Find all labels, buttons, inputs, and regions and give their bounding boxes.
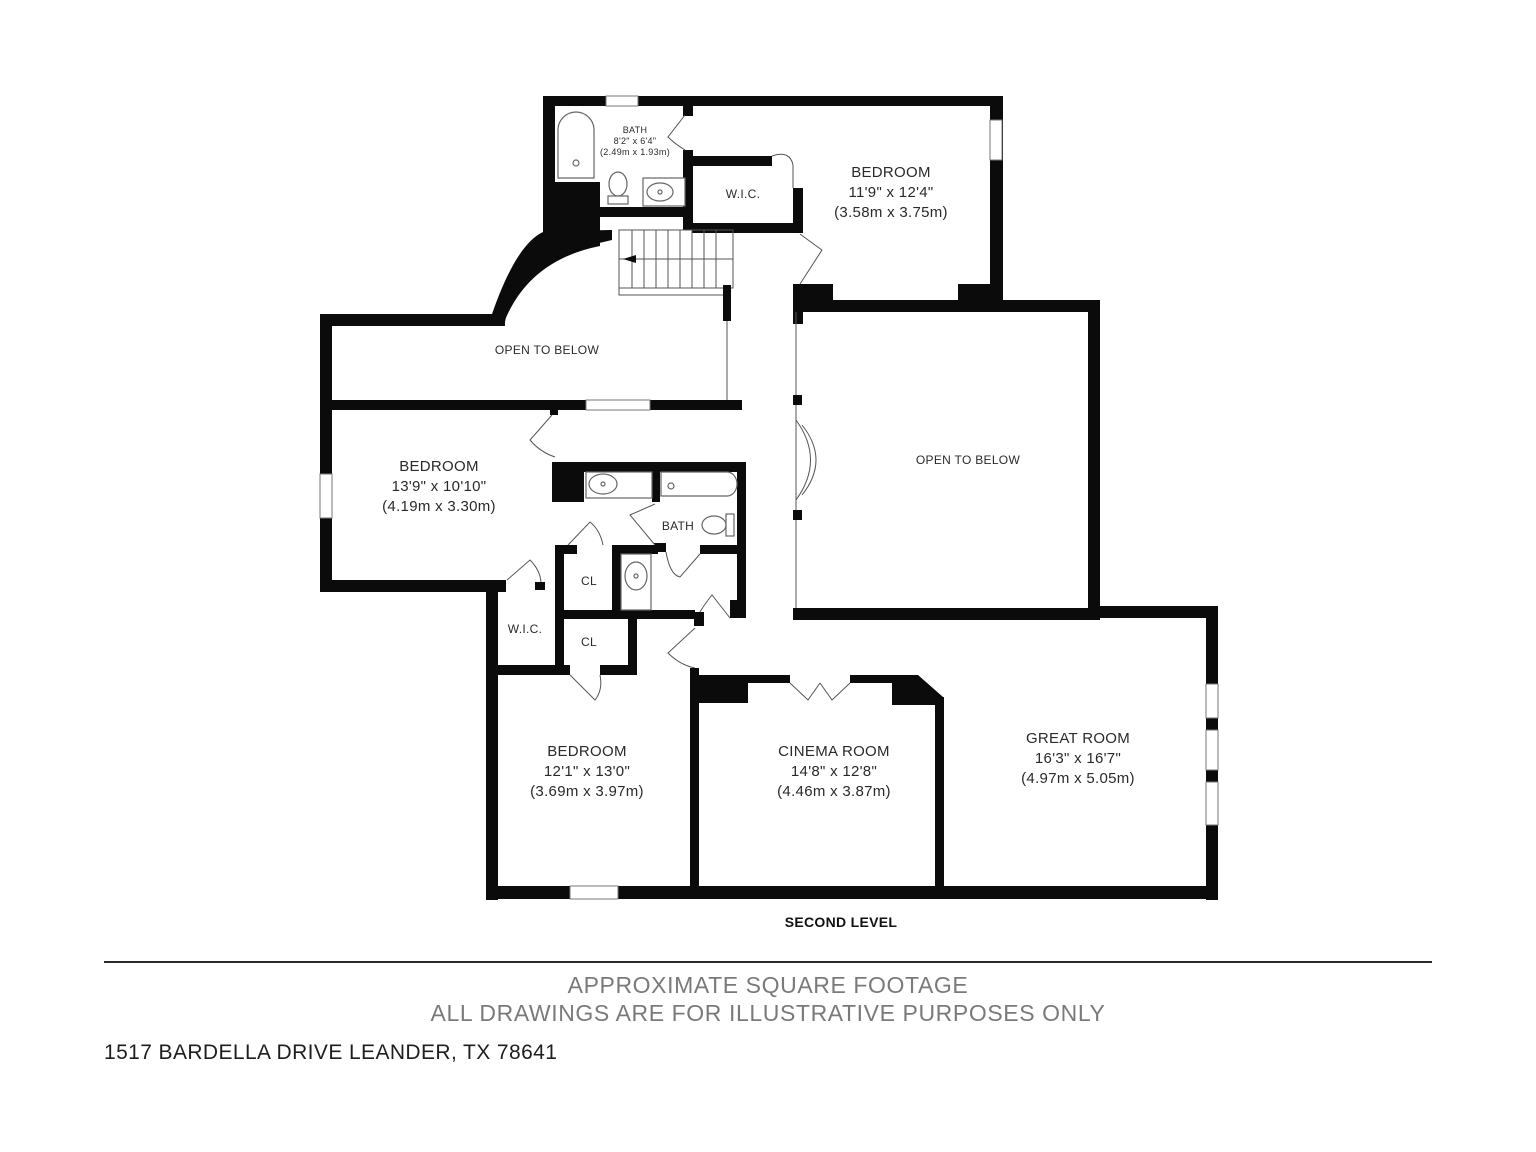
room-name: OPEN TO BELOW — [494, 343, 600, 357]
room-wic-upper: W.I.C. — [726, 187, 760, 202]
divider — [104, 961, 1432, 963]
room-great-room: GREAT ROOM 16'3" x 16'7" (4.97m x 5.05m) — [1021, 729, 1135, 789]
room-dim-imperial: 8'2" x 6'4" — [613, 136, 657, 146]
room-name: W.I.C. — [507, 622, 543, 636]
room-cl-1: CL — [581, 574, 597, 589]
room-bedroom-upper: BEDROOM 11'9" x 12'4" (3.58m x 3.75m) — [834, 163, 948, 223]
door-swing — [529, 414, 556, 458]
room-wic-lower: W.I.C. — [508, 622, 542, 637]
room-name: W.I.C. — [725, 187, 761, 201]
upper-walls — [543, 96, 1100, 324]
mid-walls — [486, 462, 746, 900]
room-bath-upper: BATH 8'2" x 6'4" (2.49m x 1.93m) — [600, 125, 670, 158]
room-name: OPEN TO BELOW — [915, 453, 1021, 467]
room-bath-mid: BATH — [662, 519, 694, 534]
mid-fixtures — [506, 471, 738, 701]
room-dim-metric: (3.58m x 3.75m) — [834, 204, 948, 221]
room-name: GREAT ROOM — [1025, 730, 1131, 747]
window — [1205, 683, 1219, 719]
room-dim-metric: (4.97m x 5.05m) — [1021, 770, 1135, 787]
window — [989, 119, 1003, 161]
bottom-walls — [486, 668, 1218, 899]
staircase — [618, 229, 734, 296]
room-name: CINEMA ROOM — [778, 743, 890, 760]
room-open-left: OPEN TO BELOW — [495, 343, 599, 358]
property-address: 1517 BARDELLA DRIVE LEANDER, TX 78641 — [104, 1041, 558, 1064]
room-name: BEDROOM — [547, 743, 627, 760]
window — [1205, 729, 1219, 771]
window — [1205, 781, 1219, 826]
room-name: CL — [581, 635, 597, 649]
room-dim-imperial: 14'8" x 12'8" — [790, 763, 878, 780]
window — [569, 885, 619, 900]
room-name: CL — [581, 574, 597, 588]
window — [319, 473, 333, 519]
room-dim-imperial: 11'9" x 12'4" — [848, 184, 934, 201]
room-dim-metric: (4.46m x 3.87m) — [777, 783, 891, 800]
disclaimer-square-footage: APPROXIMATE SQUARE FOOTAGE — [567, 972, 969, 998]
room-name: BEDROOM — [399, 458, 479, 475]
room-dim-imperial: 16'3" x 16'7" — [1034, 750, 1122, 767]
room-dim-metric: (3.69m x 3.97m) — [530, 783, 644, 800]
window — [605, 95, 639, 107]
room-name: BATH — [622, 125, 648, 135]
room-cinema: CINEMA ROOM 14'8" x 12'8" (4.46m x 3.87m… — [777, 742, 891, 802]
room-bedroom-lower: BEDROOM 12'1" x 13'0" (3.69m x 3.97m) — [530, 742, 644, 802]
room-name: BATH — [661, 519, 695, 533]
disclaimer-illustrative: ALL DRAWINGS ARE FOR ILLUSTRATIVE PURPOS… — [430, 1000, 1106, 1026]
room-dim-metric: (2.49m x 1.93m) — [599, 147, 671, 157]
level-title: SECOND LEVEL — [784, 914, 898, 930]
room-dim-imperial: 12'1" x 13'0" — [543, 763, 631, 780]
room-dim-imperial: 13'9" x 10'10" — [391, 478, 487, 495]
window — [585, 399, 651, 411]
room-dim-metric: (4.19m x 3.30m) — [382, 498, 496, 515]
bath-upper-fixtures — [557, 111, 794, 207]
room-name: BEDROOM — [851, 164, 931, 181]
right-walls — [793, 233, 1218, 900]
room-open-right: OPEN TO BELOW — [916, 453, 1020, 468]
room-cl-2: CL — [581, 635, 597, 650]
room-bedroom-left: BEDROOM 13'9" x 10'10" (4.19m x 3.30m) — [382, 457, 496, 517]
left-walls — [320, 285, 742, 592]
